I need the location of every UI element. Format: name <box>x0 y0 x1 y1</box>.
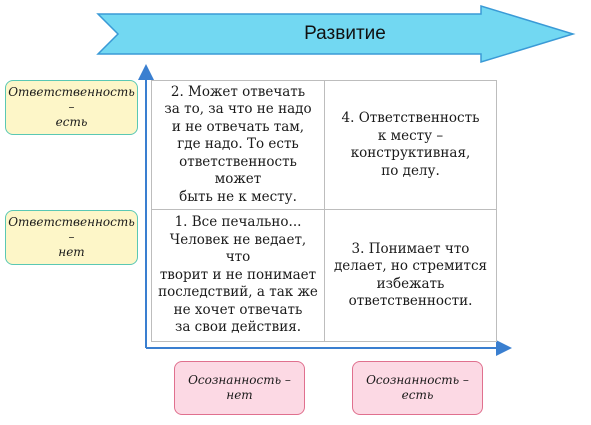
quadrant-3: 3. Понимает что делает, но стремится изб… <box>325 210 496 341</box>
y-label-responsibility-yes-text: Ответственность – есть <box>8 85 135 129</box>
y-label-responsibility-no: Ответственность – нет <box>5 210 138 265</box>
x-label-awareness-yes-text: Осознанность – есть <box>366 373 469 402</box>
y-label-responsibility-yes: Ответственность – есть <box>5 80 138 135</box>
x-label-awareness-no-text: Осознанность – нет <box>188 373 291 402</box>
y-label-responsibility-no-text: Ответственность – нет <box>8 215 135 259</box>
quadrant-4-text: 4. Ответственность к месту – конструктив… <box>341 110 480 179</box>
development-arrow-label: Развитие <box>304 23 386 44</box>
quadrant-1-text: 1. Все печально... Человек не ведает, чт… <box>158 214 318 336</box>
quadrant-4: 4. Ответственность к месту – конструктив… <box>325 81 496 210</box>
quadrant-2: 2. Может отвечать за то, за что не надо … <box>152 81 325 210</box>
development-arrow <box>96 4 576 64</box>
quadrant-3-text: 3. Понимает что делает, но стремится изб… <box>333 240 488 310</box>
development-arrow-shape <box>96 4 576 64</box>
x-label-awareness-no: Осознанность – нет <box>174 361 305 415</box>
quadrant-2-text: 2. Может отвечать за то, за что не надо … <box>164 83 312 205</box>
quadrant-grid: 2. Может отвечать за то, за что не надо … <box>151 80 497 342</box>
x-label-awareness-yes: Осознанность – есть <box>352 361 483 415</box>
quadrant-1: 1. Все печально... Человек не ведает, чт… <box>152 210 325 341</box>
